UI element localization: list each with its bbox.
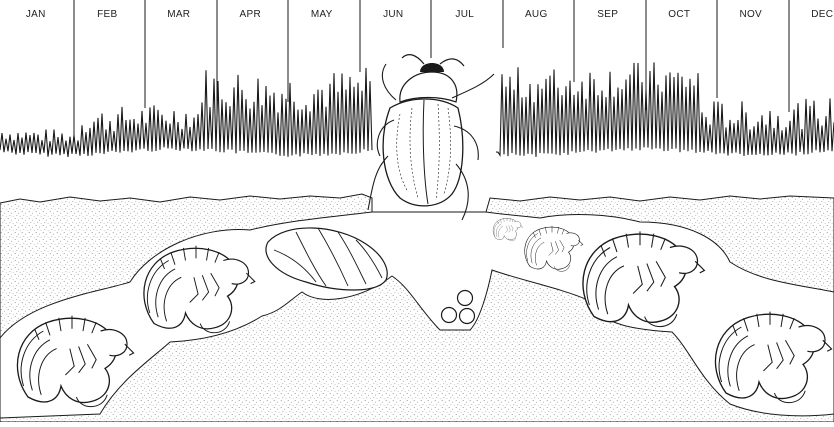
month-label-jul: JUL [431, 8, 499, 22]
month-label-jan: JAN [2, 8, 70, 22]
month-label-mar: MAR [145, 8, 213, 22]
month-label-aug: AUG [503, 8, 571, 22]
month-label-sep: SEP [574, 8, 642, 22]
month-label-feb: FEB [74, 8, 142, 22]
month-label-dec: DEC [789, 8, 834, 22]
month-label-may: MAY [288, 8, 356, 22]
month-label-oct: OCT [646, 8, 714, 22]
adult-beetle [368, 55, 494, 220]
month-label-nov: NOV [717, 8, 785, 22]
month-label-apr: APR [217, 8, 285, 22]
month-label-jun: JUN [360, 8, 428, 22]
